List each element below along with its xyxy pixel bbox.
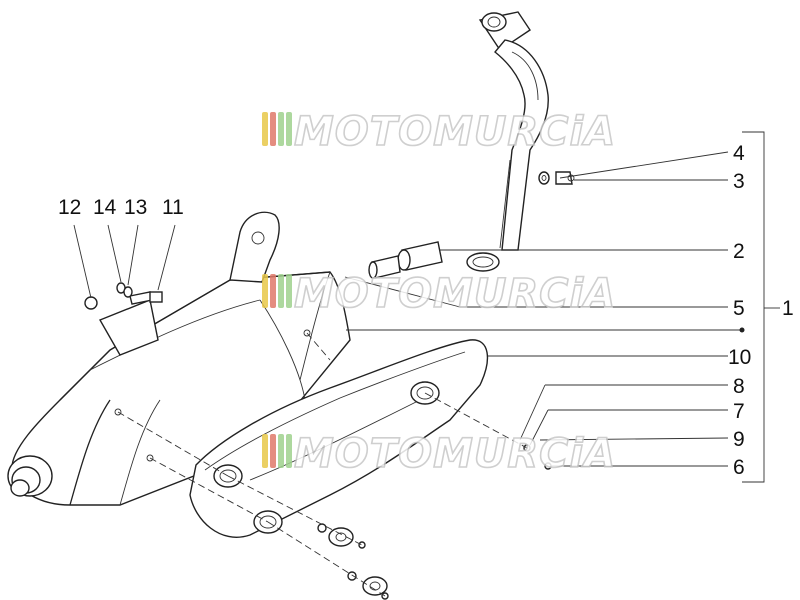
watermark-flag-stripe — [278, 274, 284, 308]
watermark-logo-3: MOTOMURCiA — [262, 430, 616, 478]
bracket-hardware — [84, 282, 163, 310]
callout-8: 8 — [733, 375, 745, 398]
leader-lines — [73, 131, 780, 483]
watermark-flag-stripe — [286, 434, 292, 468]
watermark-flag-stripe — [262, 274, 268, 308]
callout-7: 7 — [733, 400, 745, 423]
callout-labels: 4 3 2 5 1 10 8 7 9 6 12 14 13 11 — [58, 142, 794, 479]
assembly-lines — [117, 332, 528, 597]
callout-9: 9 — [733, 428, 745, 451]
muffler — [7, 211, 351, 506]
callout-1: 1 — [782, 297, 794, 320]
watermark-text: MOTOMURCiA — [294, 431, 616, 477]
callout-14: 14 — [93, 196, 117, 219]
lower-hardware — [317, 444, 552, 600]
exhaust-pipe — [478, 11, 549, 251]
watermark-text: MOTOMURCiA — [294, 109, 616, 155]
watermark-logo-2: MOTOMURCiA — [262, 270, 616, 318]
callout-10: 10 — [728, 346, 751, 369]
gasket-rings — [368, 241, 500, 279]
watermark-flag-stripe — [278, 112, 284, 146]
callout-5: 5 — [733, 297, 745, 320]
callout-4: 4 — [733, 142, 745, 165]
watermark-flag-stripe — [278, 434, 284, 468]
watermark-flag-stripe — [286, 112, 292, 146]
watermark-flag-stripe — [270, 434, 276, 468]
watermark-logo-1: MOTOMURCiA — [262, 108, 616, 156]
callout-2: 2 — [733, 240, 745, 263]
callout-12: 12 — [58, 196, 81, 219]
watermark-flag-stripe — [262, 434, 268, 468]
watermark-text: MOTOMURCiA — [294, 271, 616, 317]
watermark-flag-stripe — [286, 274, 292, 308]
callout-11: 11 — [162, 196, 184, 219]
top-bolt-and-washer — [538, 171, 575, 185]
callout-13: 13 — [124, 196, 147, 219]
callout-6: 6 — [733, 456, 745, 479]
watermark-flag-stripe — [262, 112, 268, 146]
callout-3: 3 — [733, 170, 745, 193]
watermark-flag-stripe — [270, 274, 276, 308]
watermark-flag-stripe — [270, 112, 276, 146]
